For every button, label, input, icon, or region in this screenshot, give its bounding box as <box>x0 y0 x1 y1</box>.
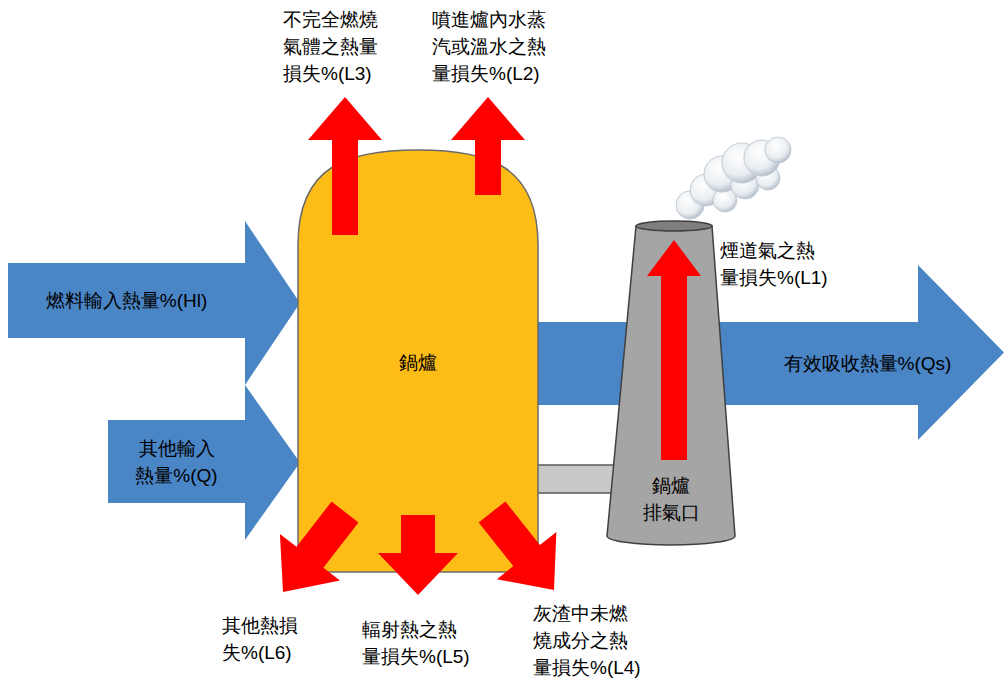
loss-arrows <box>280 97 701 595</box>
boiler-shape <box>298 150 538 572</box>
loss-label-box: 煙道氣之熱 量損失%(L1) <box>720 237 830 291</box>
node-label: 有效吸收熱量%(Qs) <box>783 350 953 377</box>
smoke-puff <box>704 156 740 192</box>
node-label: 燃料輸入熱量%(Hl) <box>45 287 209 314</box>
loss-arrow <box>378 515 458 595</box>
smoke-puff <box>690 174 722 206</box>
loss-label: 灰渣中未燃 燒成分之熱 量損失%(L4) <box>533 600 643 681</box>
arrow-shape <box>108 385 300 540</box>
node-outline <box>108 385 300 540</box>
node-label: 鍋爐 <box>398 349 438 376</box>
loss-label-box: 輻射熱之熱 量損失%(L5) <box>362 616 472 670</box>
smoke-puff <box>731 171 759 199</box>
node-text-area: 有效吸收熱量%(Qs) <box>760 322 975 405</box>
loss-label-box: 灰渣中未燃 燒成分之熱 量損失%(L4) <box>533 600 643 681</box>
input-arrow: 其他輸入 熱量%(Q) <box>108 385 300 540</box>
smoke-puff <box>756 166 780 190</box>
loss-label-box: 不完全燃燒 氣體之熱量 損失%(L3) <box>283 6 380 87</box>
loss-arrow <box>451 97 525 195</box>
arrow-shape <box>8 221 300 385</box>
boiler-vessel: 鍋爐 <box>298 150 538 572</box>
loss-arrow <box>280 502 359 592</box>
loss-label: 輻射熱之熱 量損失%(L5) <box>362 616 472 670</box>
node-outline <box>530 265 1004 440</box>
loss-arrow <box>308 97 382 235</box>
loss-label: 不完全燃燒 氣體之熱量 損失%(L3) <box>283 6 380 87</box>
node-text-area: 鍋爐 <box>298 340 538 384</box>
smoke-puff <box>713 188 737 212</box>
node-text-area: 鍋爐 排氣口 <box>610 463 732 535</box>
smoke-puff <box>676 191 704 219</box>
smoke-puff <box>765 137 791 163</box>
loss-label: 噴進爐內水蒸 汽或溫水之熱 量損失%(L2) <box>432 6 548 87</box>
chimney-opening <box>636 221 712 231</box>
loss-label: 煙道氣之熱 量損失%(L1) <box>720 237 830 291</box>
loss-arrow <box>479 501 557 590</box>
loss-label-box: 噴進爐內水蒸 汽或溫水之熱 量損失%(L2) <box>432 6 548 87</box>
input-arrow: 燃料輸入熱量%(Hl) <box>8 221 300 385</box>
smoke-puff <box>744 140 780 176</box>
smoke-cloud <box>676 137 791 219</box>
chimney-shape <box>607 226 735 545</box>
loss-label: 其他熱損 失%(L6) <box>222 612 300 666</box>
loss-arrow <box>647 240 701 460</box>
smoke-puff <box>722 143 762 183</box>
node-text-area: 其他輸入 熱量%(Q) <box>108 420 245 503</box>
node-text-area: 燃料輸入熱量%(Hl) <box>8 263 245 338</box>
arrow-shape <box>530 265 1004 440</box>
loss-label-box: 其他熱損 失%(L6) <box>222 612 300 666</box>
exhaust-pipe <box>536 465 615 493</box>
output-arrow: 有效吸收熱量%(Qs) <box>530 265 1004 440</box>
node-label: 鍋爐 排氣口 <box>642 472 701 526</box>
node-label: 其他輸入 熱量%(Q) <box>134 435 219 489</box>
